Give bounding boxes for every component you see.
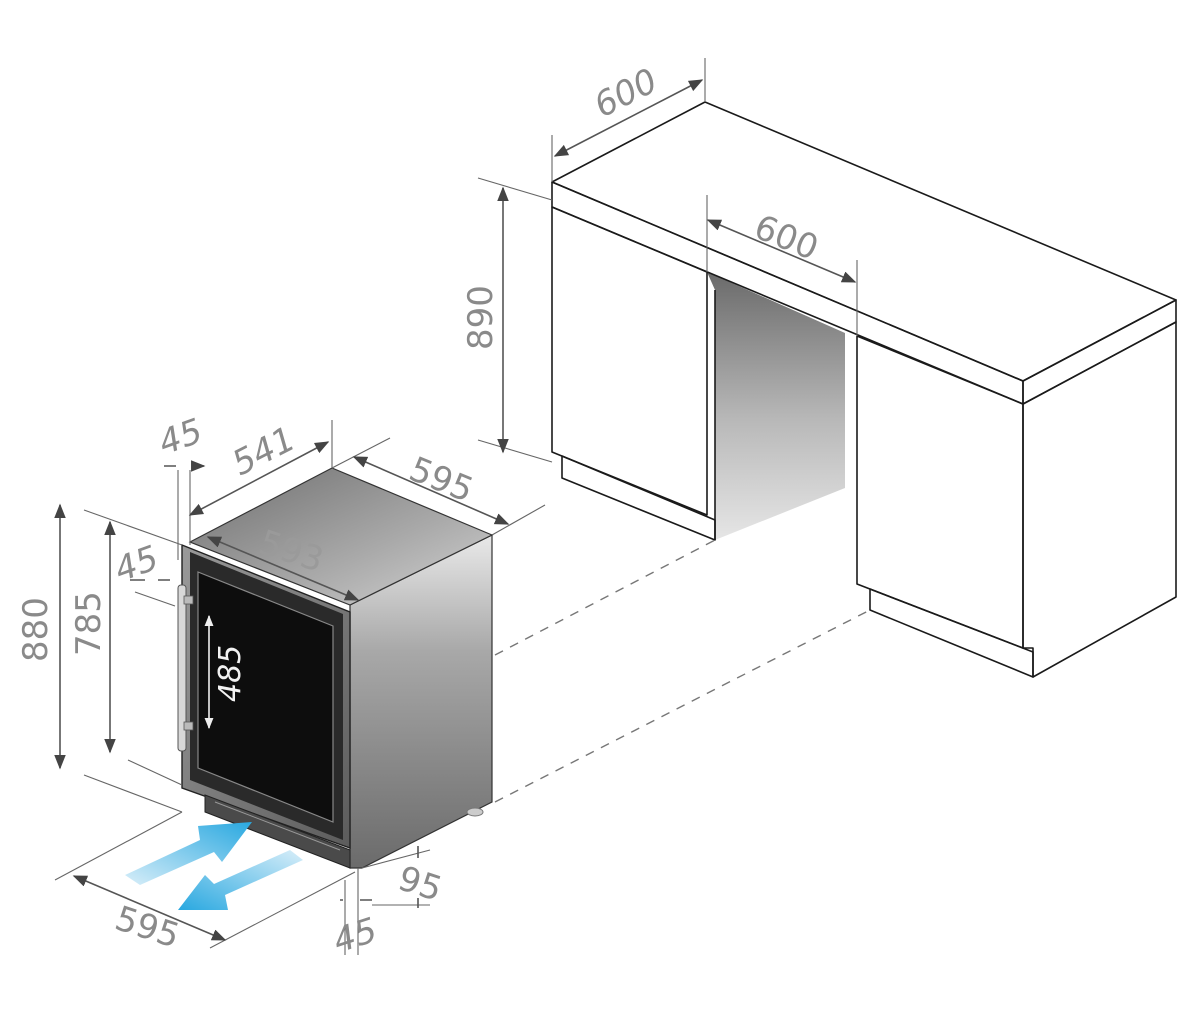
plinth [204,794,351,869]
label-top-offset: 45 [153,411,207,463]
label-door-offset: 45 [109,538,163,590]
label-bottom-offset: 45 [328,910,382,961]
floor-guide-upper [494,539,716,656]
floor-guide-lower [494,609,871,803]
niche-opening [707,272,845,540]
right-cabinet [856,335,1024,649]
label-counter-depth: 600 [588,61,664,126]
label-total-height: 880 [16,597,56,662]
label-appliance-width-top: 541 [226,419,302,484]
label-window-height: 485 [213,645,248,702]
label-niche-width: 600 [749,207,824,268]
label-door-height: 785 [69,591,109,656]
kitchen-counter [551,101,1177,678]
left-cabinet [551,206,708,516]
dimension-lines [54,79,857,941]
label-counter-height: 890 [461,285,501,350]
airflow-in-arrow [125,822,252,885]
label-floor-width: 595 [110,899,184,957]
door-handle [177,584,187,752]
extension-lines [54,58,858,955]
label-plinth-depth: 95 [393,859,447,910]
label-appliance-depth: 595 [404,449,479,510]
glass-door [197,571,334,823]
